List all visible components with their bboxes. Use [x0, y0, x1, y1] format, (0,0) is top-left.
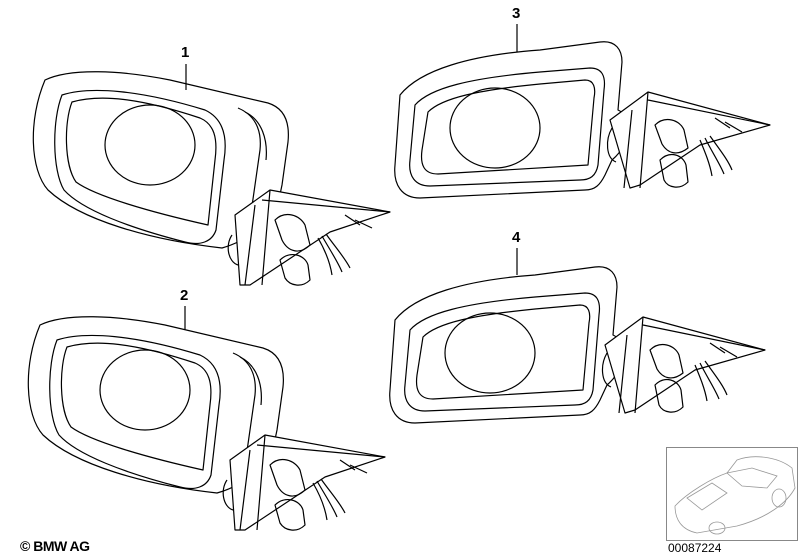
part-label-3[interactable]: 3: [512, 5, 521, 22]
car-overview-icon: [674, 456, 796, 535]
part-label-2[interactable]: 2: [180, 287, 189, 304]
part-1-mirror[interactable]: [32, 71, 391, 286]
copyright-text: © BMW AG: [20, 538, 90, 554]
part-label-1[interactable]: 1: [181, 44, 190, 61]
document-number: 00087224: [668, 541, 722, 555]
part-4-mirror[interactable]: [389, 266, 766, 424]
part-label-4[interactable]: 4: [512, 229, 521, 246]
car-overview-thumbnail: [666, 447, 798, 541]
part-2-mirror[interactable]: [27, 316, 386, 531]
part-3-mirror[interactable]: [394, 41, 771, 199]
